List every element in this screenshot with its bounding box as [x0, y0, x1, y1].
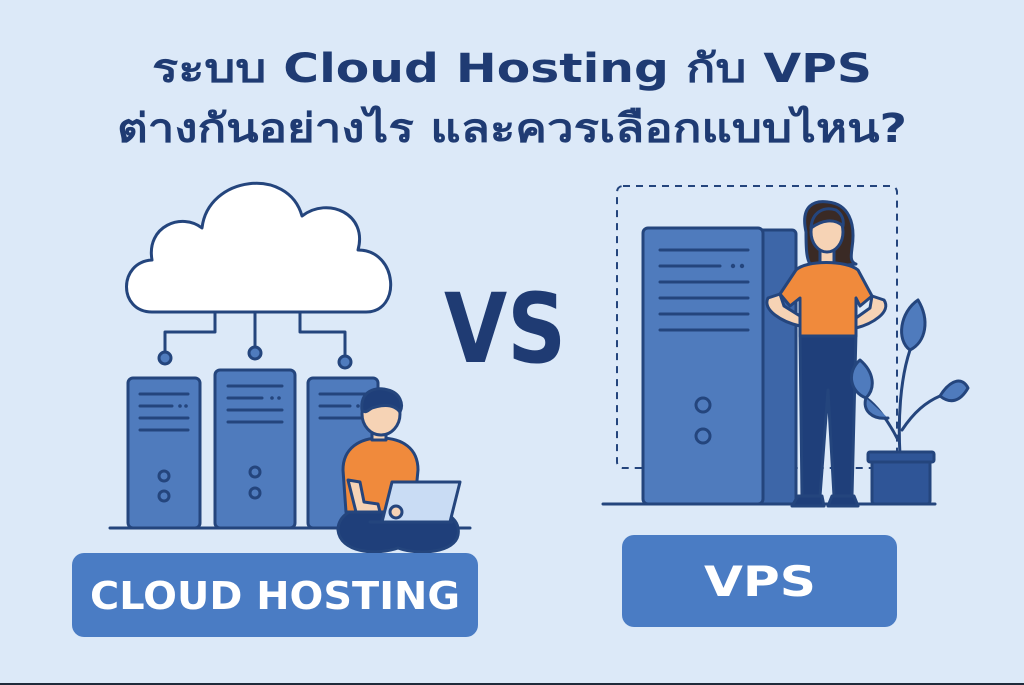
title-line-1: ระบบ Cloud Hosting กับ VPS	[152, 46, 872, 92]
server-icon	[213, 368, 297, 530]
vs-label: VS	[444, 273, 566, 385]
vps-badge: VPS	[622, 535, 897, 627]
cloud-hosting-label: CLOUD HOSTING	[90, 574, 460, 618]
vps-illustration: VPS	[601, 185, 970, 627]
cloud-connectors	[163, 310, 347, 358]
cloud-icon	[125, 181, 392, 314]
person-with-laptop-icon	[336, 387, 462, 554]
vps-label: VPS	[704, 557, 816, 606]
plant-icon	[850, 298, 970, 506]
cloud-hosting-illustration: CLOUD HOSTING	[72, 181, 478, 637]
server-icon	[126, 376, 202, 530]
standing-person-icon	[765, 200, 888, 508]
page-title: ระบบ Cloud Hosting กับ VPS ต่างกันอย่างไ…	[117, 46, 907, 152]
cloud-hosting-badge: CLOUD HOSTING	[72, 553, 478, 637]
server-tower-icon	[641, 226, 798, 506]
connector-dots	[157, 345, 353, 370]
title-line-2: ต่างกันอย่างไร และควรเลือกแบบไหน?	[117, 105, 907, 152]
